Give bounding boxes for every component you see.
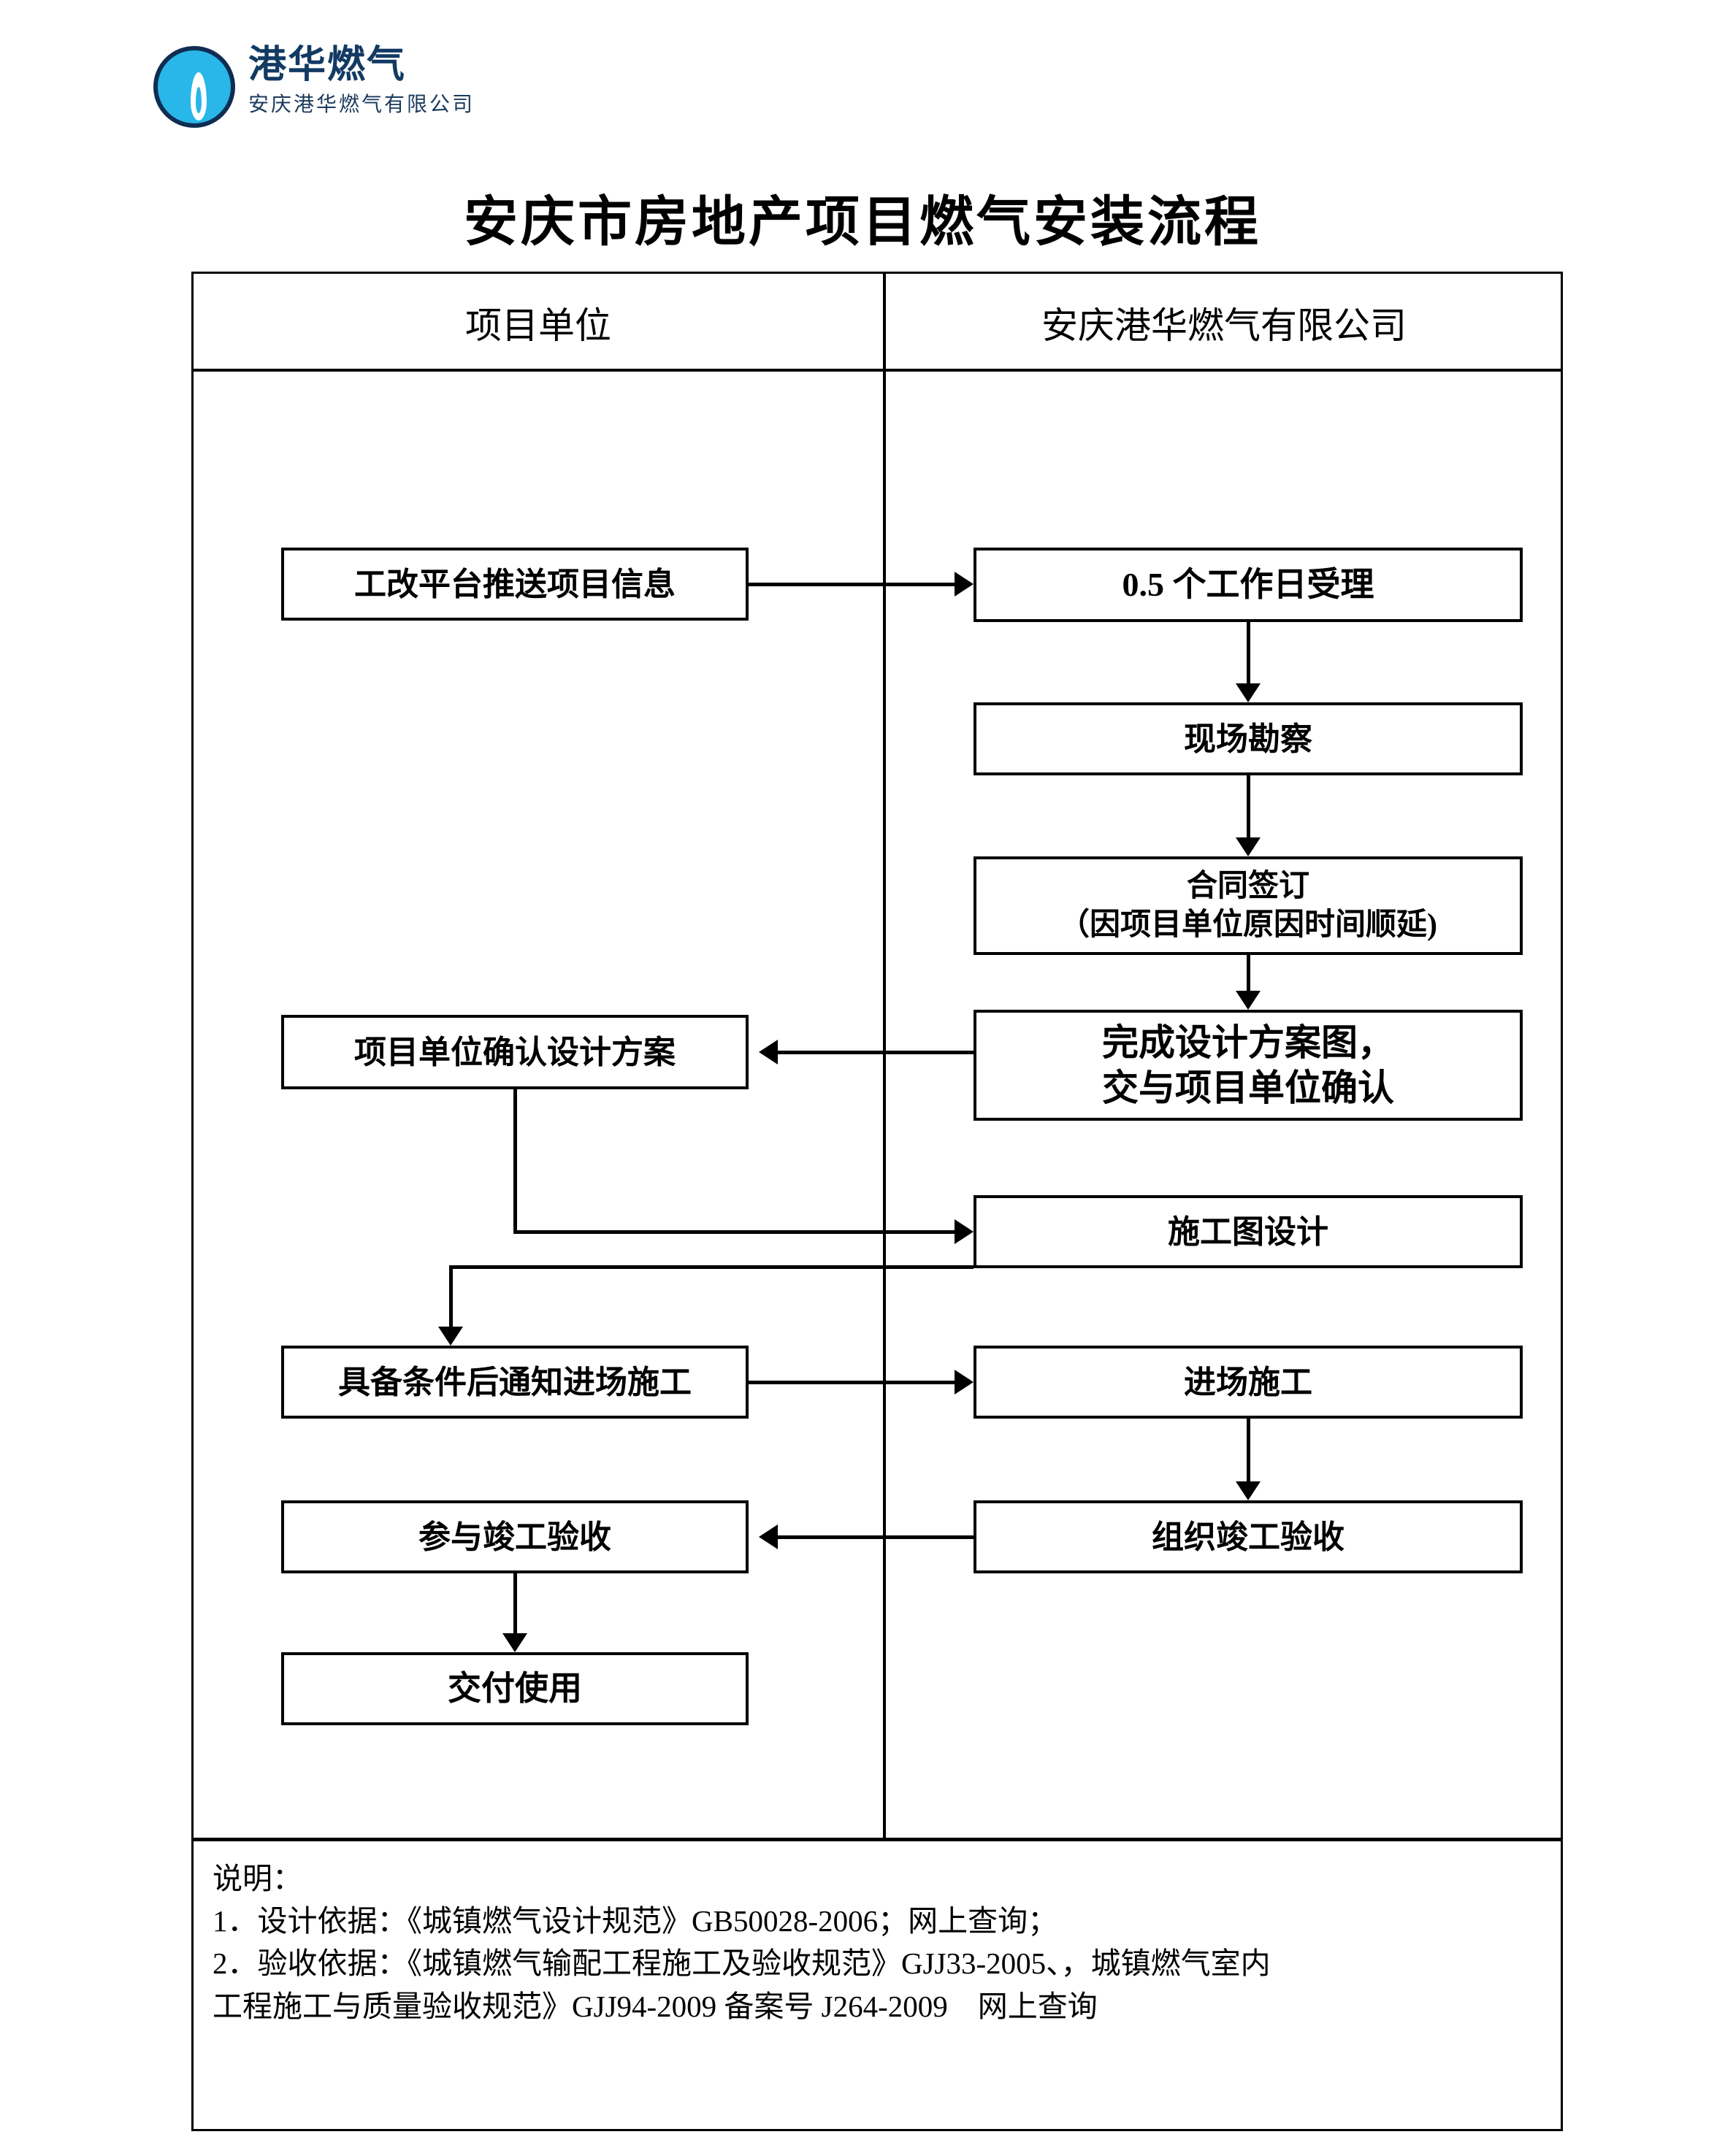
arrowhead-n5-n6 [759,1040,778,1064]
arrowhead-n11-n12 [502,1633,527,1652]
node-accept-half-day[interactable]: 0.5 个工作日受理 [974,548,1523,622]
lane-header-row: 项目单位 安庆港华燃气有限公司 [194,274,1561,372]
notes-section: 说明： 1．设计依据：《城镇燃气设计规范》GB50028-2006；网上查询； … [194,1841,1561,2130]
arrowhead-n2-n3 [1236,683,1261,702]
edge-n9-n10 [1247,1419,1250,1481]
arrowhead-n1-n2 [955,572,974,596]
arrowhead-n6-n7 [955,1219,974,1244]
edge-n7-n8-horizontal [449,1265,974,1269]
node-construction-drawing-design[interactable]: 施工图设计 [974,1195,1523,1268]
notes-item-2-continued: 工程施工与质量验收规范》GJJ94-2009 备案号 J264-2009 网上查… [213,1989,1098,2023]
lane-divider [883,274,886,1838]
arrowhead-n7-n8 [438,1327,463,1346]
node-complete-design-scheme[interactable]: 完成设计方案图， 交与项目单位确认 [974,1010,1523,1121]
lane-header-project-unit: 项目单位 [465,305,611,346]
edge-n2-n3 [1247,622,1250,683]
notes-item-1: 1．设计依据：《城镇燃气设计规范》GB50028-2006；网上查询； [213,1904,1058,1938]
arrowhead-n3-n4 [1236,837,1261,856]
node-organize-acceptance[interactable]: 组织竣工验收 [974,1500,1523,1573]
logo-brand-text: 港华燃气 [248,43,407,87]
flowchart-frame: 项目单位 安庆港华燃气有限公司 工改平台推送项目信息 0.5 个工作日受理 现场… [191,272,1563,2131]
node-push-project-info[interactable]: 工改平台推送项目信息 [281,548,749,621]
notes-separator [194,1838,1561,1841]
page-title: 安庆市房地产项目燃气安装流程 [464,191,1261,253]
edge-n7-n8-vertical [449,1265,453,1327]
node-confirm-design-scheme[interactable]: 项目单位确认设计方案 [281,1015,749,1089]
arrowhead-n10-n11 [759,1524,778,1549]
notes-item-2: 2．验收依据：《城镇燃气输配工程施工及验收规范》GJJ33-2005、，城镇燃气… [213,1946,1271,1981]
node-participate-acceptance[interactable]: 参与竣工验收 [281,1500,749,1573]
company-logo: 港华燃气 安庆港华燃气有限公司 [153,40,562,135]
flame-in-circle-icon [153,46,235,128]
edge-n6-n7-vertical [513,1089,517,1232]
edge-n5-n6 [778,1051,974,1054]
arrowhead-n4-n5 [1236,991,1261,1010]
edge-n8-n9 [749,1381,955,1384]
node-notify-entry-construction[interactable]: 具备条件后通知进场施工 [281,1346,749,1419]
node-contract-signing[interactable]: 合同签订 （因项目单位原因时间顺延) [974,856,1523,955]
arrowhead-n8-n9 [955,1370,974,1395]
edge-n11-n12 [513,1573,517,1633]
edge-n1-n2 [749,583,955,586]
node-entry-construction[interactable]: 进场施工 [974,1346,1523,1419]
notes-heading: 说明： [213,1862,302,1895]
arrowhead-n9-n10 [1236,1481,1261,1500]
lane-header-gas-company: 安庆港华燃气有限公司 [1041,305,1407,346]
node-delivery-use[interactable]: 交付使用 [281,1652,749,1725]
edge-n6-n7-horizontal [513,1230,955,1234]
logo-company-text: 安庆港华燃气有限公司 [248,92,475,116]
edge-n3-n4 [1247,775,1250,837]
edge-n4-n5 [1247,955,1250,991]
flame-shape [191,72,207,120]
node-site-survey[interactable]: 现场勘察 [974,702,1523,775]
edge-n10-n11 [778,1535,974,1539]
